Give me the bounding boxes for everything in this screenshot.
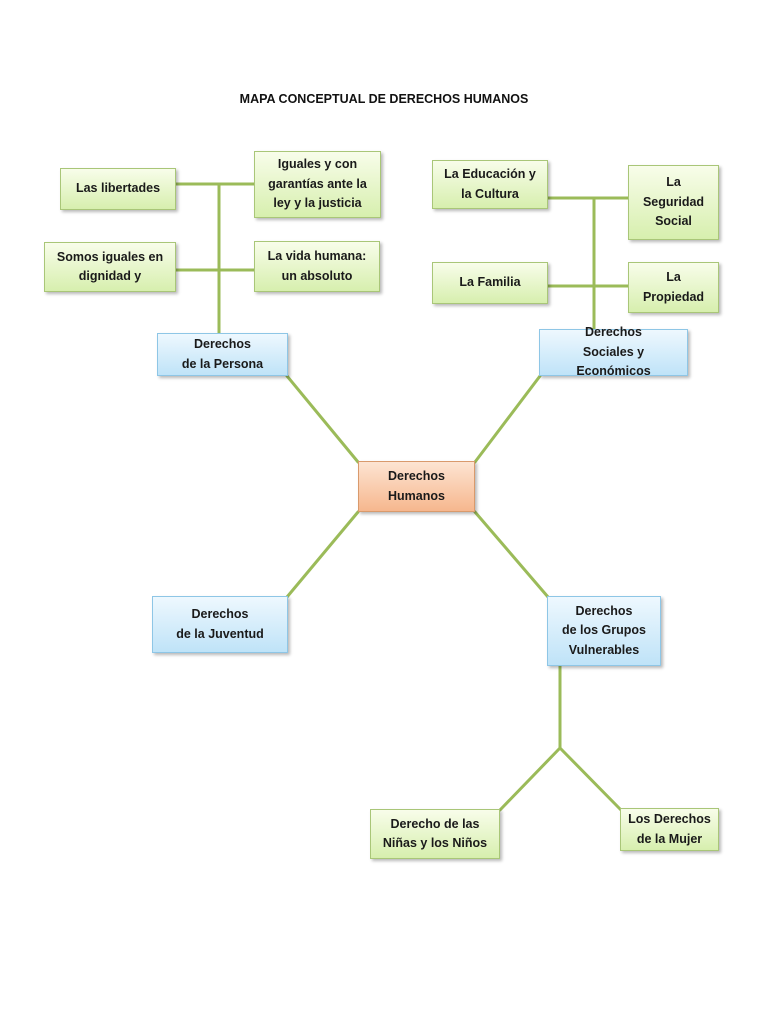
- link-ninas-ninos: [498, 746, 562, 812]
- leaf-educacion[interactable]: La Educación y la Cultura: [432, 160, 548, 209]
- category-persona[interactable]: Derechos de la Persona: [157, 333, 288, 376]
- leaf-seguridad-social[interactable]: La Seguridad Social: [628, 165, 719, 240]
- link-center-vulnerables: [473, 510, 550, 599]
- link-center-persona: [285, 374, 360, 464]
- category-juventud[interactable]: Derechos de la Juventud: [152, 596, 288, 653]
- leaf-libertades[interactable]: Las libertades: [60, 168, 176, 210]
- leaf-vida-humana[interactable]: La vida humana: un absoluto: [254, 241, 380, 292]
- link-center-sociales: [473, 374, 542, 464]
- leaf-ninas-ninos[interactable]: Derecho de las Niñas y los Niños: [370, 809, 500, 859]
- leaf-familia[interactable]: La Familia: [432, 262, 548, 304]
- leaf-somos-iguales[interactable]: Somos iguales en dignidad y: [44, 242, 176, 292]
- leaf-propiedad[interactable]: La Propiedad: [628, 262, 719, 313]
- page-title: MAPA CONCEPTUAL DE DERECHOS HUMANOS: [239, 92, 529, 106]
- link-center-juventud: [285, 510, 360, 599]
- category-sociales[interactable]: Derechos Sociales y Económicos: [539, 325, 688, 378]
- leaf-iguales-garantias[interactable]: Iguales y con garantías ante la ley y la…: [254, 151, 381, 218]
- category-vulnerables[interactable]: Derechos de los Grupos Vulnerables: [547, 596, 661, 666]
- link-mujer: [558, 746, 623, 812]
- leaf-mujer[interactable]: Los Derechos de la Mujer: [620, 808, 719, 851]
- center-node[interactable]: Derechos Humanos: [358, 461, 475, 512]
